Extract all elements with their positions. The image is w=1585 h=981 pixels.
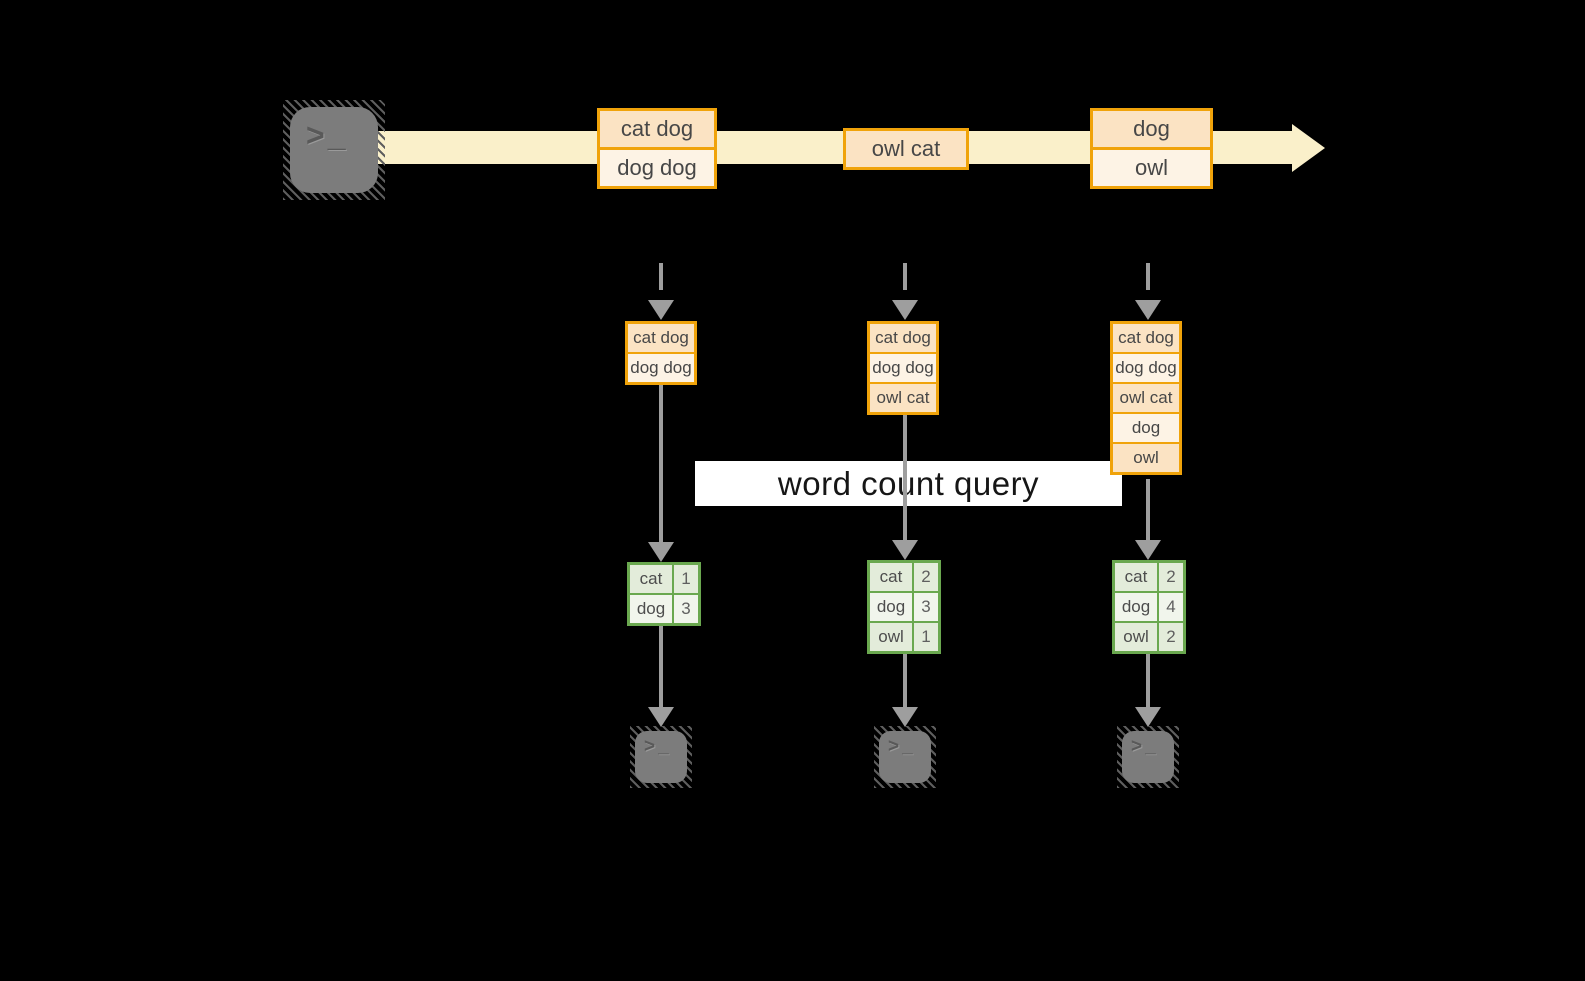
terminal-prompt-glyph: >	[644, 736, 656, 757]
query-band: word count query	[695, 461, 1122, 506]
result-table-1: cat 1 dog 3	[627, 562, 701, 626]
table-row: dog 4	[1115, 593, 1183, 621]
terminal-cursor-glyph: _	[327, 117, 346, 153]
count-cell: 2	[1159, 623, 1183, 651]
count-cell: 3	[914, 593, 938, 621]
table-row: dog 3	[630, 595, 698, 623]
terminal-screen: >_	[1122, 731, 1174, 783]
word-cell: cat	[870, 563, 912, 591]
word-cell: dog	[630, 595, 672, 623]
stream-record: cat dog	[600, 111, 714, 147]
query-label: word count query	[777, 464, 1040, 502]
table-row: owl 2	[1115, 623, 1183, 651]
state-record: cat dog	[1113, 324, 1179, 352]
sink-terminal-icon-2: >_	[874, 726, 936, 788]
down-arrowhead-icon	[1135, 540, 1161, 560]
connector-line-4	[659, 626, 663, 707]
table-row: cat 1	[630, 565, 698, 593]
state-record: cat dog	[628, 324, 694, 352]
stream-record: owl	[1093, 147, 1210, 186]
stream-batch-1: cat dog dog dog	[597, 108, 717, 189]
table-row: dog 3	[870, 593, 938, 621]
table-row: owl 1	[870, 623, 938, 651]
result-table-2: cat 2 dog 3 owl 1	[867, 560, 941, 654]
down-arrowhead-icon	[892, 707, 918, 727]
state-box-3: cat dog dog dog owl cat dog owl	[1110, 321, 1182, 475]
connector-line-1	[659, 385, 663, 542]
dashed-down-arrow-2	[903, 263, 907, 290]
stream-batch-3: dog owl	[1090, 108, 1213, 189]
terminal-prompt-glyph: >	[1131, 736, 1143, 757]
stream-record: owl cat	[846, 131, 966, 167]
state-record: owl	[1113, 442, 1179, 472]
state-record: dog dog	[628, 352, 694, 382]
down-arrowhead-icon	[1135, 707, 1161, 727]
stream-record: dog	[1093, 111, 1210, 147]
word-cell: cat	[1115, 563, 1157, 591]
count-cell: 1	[674, 565, 698, 593]
stream-arrowhead-icon	[1292, 124, 1325, 172]
count-cell: 2	[1159, 563, 1183, 591]
terminal-prompt-glyph: >	[888, 736, 900, 757]
down-arrowhead-icon	[892, 540, 918, 560]
count-cell: 4	[1159, 593, 1183, 621]
connector-line-6	[1146, 654, 1150, 707]
state-record: dog dog	[870, 352, 936, 382]
state-record: owl cat	[870, 382, 936, 412]
word-cell: owl	[1115, 623, 1157, 651]
state-record: owl cat	[1113, 382, 1179, 412]
terminal-screen: >_	[290, 107, 378, 193]
state-box-1: cat dog dog dog	[625, 321, 697, 385]
down-arrowhead-icon	[648, 542, 674, 562]
terminal-screen: >_	[635, 731, 687, 783]
terminal-prompt-glyph: >	[306, 117, 325, 153]
word-cell: dog	[870, 593, 912, 621]
terminal-cursor-glyph: _	[658, 736, 669, 757]
count-cell: 2	[914, 563, 938, 591]
terminal-screen: >_	[879, 731, 931, 783]
sink-terminal-icon-1: >_	[630, 726, 692, 788]
terminal-cursor-glyph: _	[1145, 736, 1156, 757]
word-cell: cat	[630, 565, 672, 593]
connector-line-5	[903, 654, 907, 707]
count-cell: 3	[674, 595, 698, 623]
word-cell: owl	[870, 623, 912, 651]
down-arrowhead-icon	[648, 707, 674, 727]
dashed-down-arrow-3	[1146, 263, 1150, 290]
state-box-2: cat dog dog dog owl cat	[867, 321, 939, 415]
table-row: cat 2	[870, 563, 938, 591]
state-record: dog	[1113, 412, 1179, 442]
source-terminal-icon: >_	[283, 100, 385, 200]
state-record: cat dog	[870, 324, 936, 352]
state-record: dog dog	[1113, 352, 1179, 382]
connector-line-2	[903, 415, 907, 540]
result-table-3: cat 2 dog 4 owl 2	[1112, 560, 1186, 654]
word-cell: dog	[1115, 593, 1157, 621]
stream-batch-2: owl cat	[843, 128, 969, 170]
down-arrowhead-icon	[892, 300, 918, 320]
sink-terminal-icon-3: >_	[1117, 726, 1179, 788]
stream-record: dog dog	[600, 147, 714, 186]
table-row: cat 2	[1115, 563, 1183, 591]
connector-line-3	[1146, 479, 1150, 540]
down-arrowhead-icon	[648, 300, 674, 320]
terminal-cursor-glyph: _	[902, 736, 913, 757]
count-cell: 1	[914, 623, 938, 651]
down-arrowhead-icon	[1135, 300, 1161, 320]
dashed-down-arrow-1	[659, 263, 663, 290]
